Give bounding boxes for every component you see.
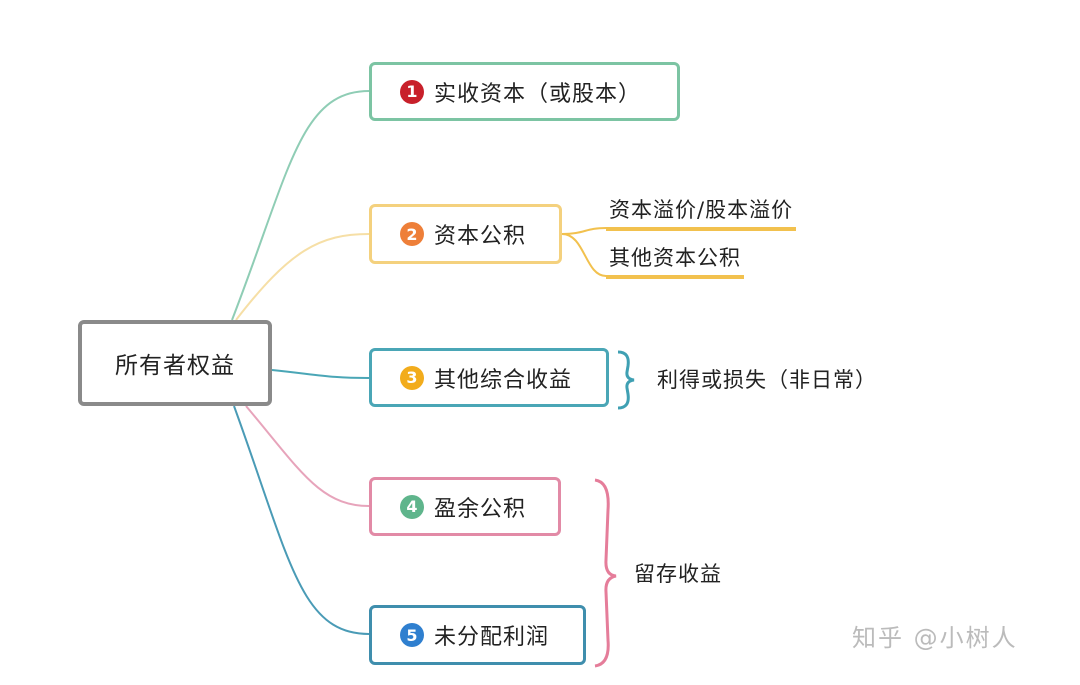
connector-root-branch-5 — [233, 405, 370, 635]
branch-surplus-reserve: 4 盈余公积 — [369, 477, 561, 536]
branch-capital-reserve: 2 资本公积 — [369, 204, 562, 264]
number-badge-1: 1 — [400, 79, 424, 104]
branch-label-5: 未分配利润 — [434, 625, 550, 650]
connector-root-branch-2 — [235, 233, 370, 321]
root-label: 所有者权益 — [115, 353, 235, 379]
number-badge-4: 4 — [400, 494, 424, 519]
branch-label-3: 其他综合收益 — [434, 367, 573, 393]
connector-root-branch-3 — [271, 369, 370, 379]
leaf-other-capital-reserve: 其他资本公积 — [606, 244, 744, 279]
root-node: 所有者权益 — [78, 320, 272, 406]
branch-undistributed-profit: 5 未分配利润 — [369, 605, 586, 665]
leaf-capital-premium: 资本溢价/股本溢价 — [606, 196, 797, 231]
branch-other-comprehensive-income: 3 其他综合收益 — [369, 348, 609, 407]
connector-root-branch-4 — [245, 405, 370, 507]
note-gains-losses: 利得或损失（非日常） — [657, 368, 877, 392]
branch-label-2: 资本公积 — [434, 224, 527, 249]
number-badge-2: 2 — [400, 222, 424, 246]
connector-root-branch-1 — [231, 90, 370, 321]
branch-label-1: 实收资本（或股本） — [434, 81, 642, 107]
branch-paid-in-capital: 1 实收资本（或股本） — [369, 62, 680, 121]
number-badge-3: 3 — [400, 365, 424, 390]
number-badge-5: 5 — [400, 623, 424, 647]
brace-retained-earnings — [594, 478, 617, 668]
watermark: 知乎 @小树人 — [852, 624, 1018, 652]
connector-branch-2-leaf-1 — [561, 227, 607, 235]
connector-branch-2-leaf-2 — [561, 233, 607, 277]
note-retained-earnings: 留存收益 — [634, 562, 722, 586]
brace-other-income — [617, 350, 635, 410]
branch-label-4: 盈余公积 — [434, 496, 527, 522]
